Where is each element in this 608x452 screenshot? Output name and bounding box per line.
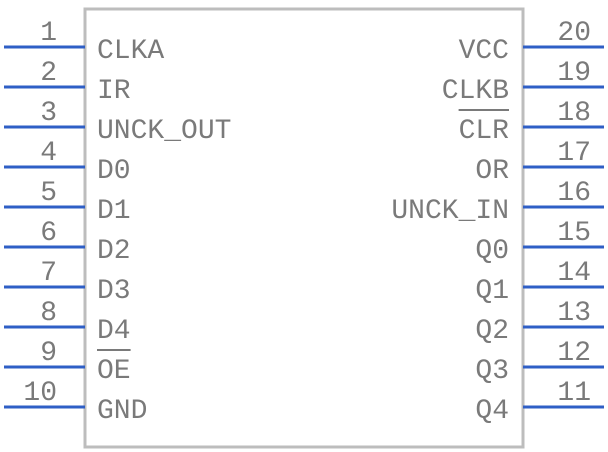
pin-name: CLKB: [442, 76, 509, 107]
pin-name: D4: [97, 316, 131, 347]
pin-number: 18: [557, 98, 591, 129]
pin-number: 13: [557, 298, 591, 329]
pin-7: 7D3: [4, 258, 131, 307]
pin-name: CLKA: [97, 36, 164, 67]
pin-number: 16: [557, 178, 591, 209]
pin-number: 19: [557, 58, 591, 89]
pin-number: 6: [40, 218, 57, 249]
pin-number: 7: [40, 258, 57, 289]
pin-name: Q0: [475, 236, 509, 267]
pin-6: 6D2: [4, 218, 131, 267]
right-pin-group: 20VCC19CLKB18CLR17OR16UNCK_IN15Q014Q113Q…: [391, 18, 604, 427]
pin-number: 3: [40, 98, 57, 129]
pin-number: 10: [23, 378, 57, 409]
pin-number: 20: [557, 18, 591, 49]
pin-number: 11: [557, 378, 591, 409]
pin-8: 8D4: [4, 298, 131, 347]
pin-name: OE: [97, 356, 131, 387]
pin-name: IR: [97, 76, 131, 107]
pin-name: Q2: [475, 316, 509, 347]
pin-2: 2IR: [4, 58, 131, 107]
pin-name: D2: [97, 236, 131, 267]
pin-name: OR: [475, 156, 509, 187]
pin-number: 4: [40, 138, 57, 169]
pin-name: D3: [97, 276, 131, 307]
pin-number: 1: [40, 18, 57, 49]
pin-9: 9OE: [4, 338, 131, 387]
pin-number: 8: [40, 298, 57, 329]
pin-number: 5: [40, 178, 57, 209]
pin-4: 4D0: [4, 138, 131, 187]
pin-name: D0: [97, 156, 131, 187]
pin-name: Q4: [475, 396, 509, 427]
pin-name: CLR: [459, 116, 510, 147]
pin-number: 2: [40, 58, 57, 89]
pin-name: Q1: [475, 276, 509, 307]
pin-number: 9: [40, 338, 57, 369]
ic-body-outline: [83, 7, 525, 449]
pin-name: UNCK_IN: [391, 196, 509, 227]
pin-name: D1: [97, 196, 131, 227]
pin-number: 12: [557, 338, 591, 369]
pin-5: 5D1: [4, 178, 131, 227]
pin-name: Q3: [475, 356, 509, 387]
pin-number: 15: [557, 218, 591, 249]
pin-number: 17: [557, 138, 591, 169]
pin-name: UNCK_OUT: [97, 116, 231, 147]
pin-name: VCC: [459, 36, 509, 67]
pin-name: GND: [97, 396, 147, 427]
pin-number: 14: [557, 258, 591, 289]
